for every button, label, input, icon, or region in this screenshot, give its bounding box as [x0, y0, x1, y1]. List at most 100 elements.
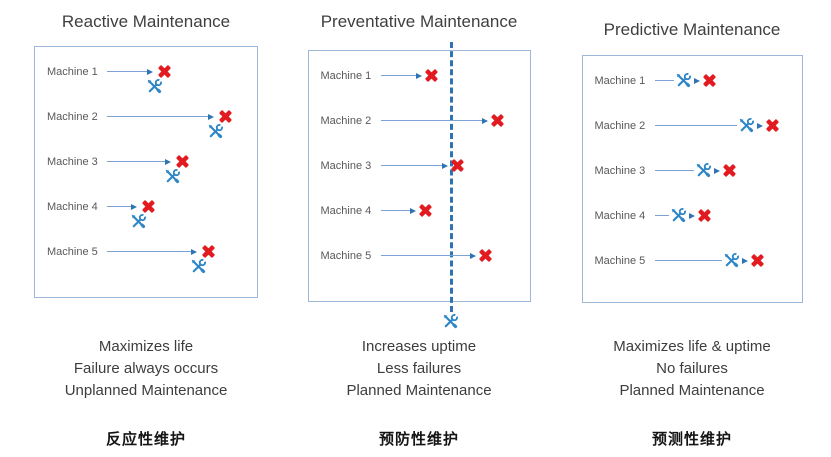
x-mark-icon: [175, 154, 190, 169]
wrench-screwdriver-icon: [207, 123, 224, 140]
wrench-screwdriver-icon: [675, 72, 692, 89]
machine-timeline-box: Machine 1 Machine 2 Machine 3 Machine 4: [307, 42, 531, 302]
arrowhead-icon: [481, 117, 488, 124]
x-mark-icon: [157, 64, 172, 79]
arrowhead-icon: [409, 207, 416, 214]
timeline-line: [107, 250, 191, 253]
summary-line: Failure always occurs: [73, 360, 219, 377]
summary-text: Maximizes life Failure always occurs Unp…: [15, 336, 277, 402]
machine-row: Machine 4: [35, 184, 257, 229]
summary-text: Increases uptime Less failures Planned M…: [288, 336, 550, 402]
timeline-line: [380, 254, 470, 257]
timeline-line: [107, 115, 208, 118]
machine-timeline-box: Machine 1 Machine 2 Machine 3: [581, 55, 803, 303]
chinese-label: 反应性维护: [105, 431, 186, 448]
machine-label: Machine 4: [594, 209, 646, 222]
panel-predictive: Predictive Maintenance Machine 1 Machine…: [561, 0, 823, 457]
machine-row: Machine 1: [583, 58, 802, 103]
panel-title: Reactive Maintenance: [61, 12, 231, 31]
x-mark-icon: [450, 158, 465, 173]
machine-row: Machine 4: [309, 188, 530, 233]
machine-label: Machine 5: [594, 254, 646, 267]
x-mark-icon: [141, 199, 156, 214]
failure-point: [199, 244, 216, 259]
machine-label: Machine 2: [320, 114, 372, 127]
timeline-line: [654, 79, 674, 82]
wrench-screwdriver-icon: [442, 313, 459, 330]
machine-label: Machine 1: [594, 74, 646, 87]
x-mark-icon: [478, 248, 493, 263]
arrowhead-icon: [441, 162, 448, 169]
failure-point: [155, 64, 172, 79]
failure-point: [216, 109, 233, 124]
x-mark-icon: [702, 73, 717, 88]
summary-line: Unplanned Maintenance: [64, 382, 228, 399]
machine-label: Machine 5: [320, 249, 372, 262]
x-mark-icon: [490, 113, 505, 128]
summary-text: Maximizes life & uptime No failures Plan…: [561, 336, 823, 402]
timeline-line: [107, 160, 165, 163]
wrench-screwdriver-icon: [695, 162, 712, 179]
arrowhead-icon: [713, 167, 720, 174]
summary-line: Increases uptime: [361, 338, 477, 355]
summary-line: Planned Maintenance: [346, 382, 492, 399]
panel-title: Predictive Maintenance: [603, 20, 781, 39]
machine-row: Machine 3: [309, 143, 530, 188]
machine-label: Machine 3: [594, 164, 646, 177]
wrench-screwdriver-icon: [670, 207, 687, 224]
timeline-line: [107, 205, 131, 208]
wrench-screwdriver-icon: [164, 168, 181, 185]
x-mark-icon: [218, 109, 233, 124]
machine-label: Machine 3: [320, 159, 372, 172]
panel-title: Preventative Maintenance: [320, 12, 518, 31]
arrowhead-icon: [756, 122, 763, 129]
timeline-line: [654, 214, 669, 217]
machine-row: Machine 5: [35, 229, 257, 274]
timeline-line: [107, 70, 147, 73]
machine-label: Machine 4: [320, 204, 372, 217]
machine-row: Machine 5: [583, 238, 802, 283]
timeline-line: [654, 124, 737, 127]
timeline-line: [380, 74, 416, 77]
timeline-line: [380, 119, 482, 122]
wrench-screwdriver-icon: [190, 258, 207, 275]
x-mark-icon: [418, 203, 433, 218]
machine-label: Machine 2: [47, 110, 98, 123]
machine-timeline-box: Machine 1 Machine 2 Machine 3: [34, 46, 258, 298]
wrench-screwdriver-icon: [723, 252, 740, 269]
machine-label: Machine 2: [594, 119, 646, 132]
wrench-screwdriver-icon: [146, 78, 163, 95]
x-mark-icon: [750, 253, 765, 268]
x-mark-icon: [722, 163, 737, 178]
summary-line: Less failures: [376, 360, 462, 377]
x-mark-icon: [201, 244, 216, 259]
x-mark-icon: [697, 208, 712, 223]
machine-row: Machine 2: [309, 98, 530, 143]
arrowhead-icon: [469, 252, 476, 259]
arrowhead-icon: [688, 212, 695, 219]
summary-line: Planned Maintenance: [619, 382, 765, 399]
arrowhead-icon: [165, 158, 171, 165]
machine-label: Machine 1: [320, 69, 372, 82]
timeline-line: [380, 164, 442, 167]
timeline-line: [654, 259, 722, 262]
panel-preventative: Preventative Maintenance Machine 1 Machi…: [288, 0, 550, 457]
machine-row: Machine 3: [583, 148, 802, 193]
machine-row: Machine 2: [35, 94, 257, 139]
chinese-label: 预测性维护: [651, 431, 732, 448]
failure-point: [173, 154, 190, 169]
arrowhead-icon: [147, 68, 153, 75]
machine-row: Machine 5: [309, 233, 530, 278]
arrowhead-icon: [741, 257, 748, 264]
timeline-line: [380, 209, 410, 212]
machine-row: Machine 1: [35, 49, 257, 94]
timeline-line: [654, 169, 694, 172]
arrowhead-icon: [208, 113, 214, 120]
panel-reactive: Reactive Maintenance Machine 1 Machine 2: [15, 0, 277, 457]
arrowhead-icon: [191, 248, 197, 255]
summary-line: Maximizes life: [98, 338, 194, 355]
chinese-label: 预防性维护: [378, 431, 459, 448]
arrowhead-icon: [131, 203, 137, 210]
wrench-screwdriver-icon: [130, 213, 147, 230]
